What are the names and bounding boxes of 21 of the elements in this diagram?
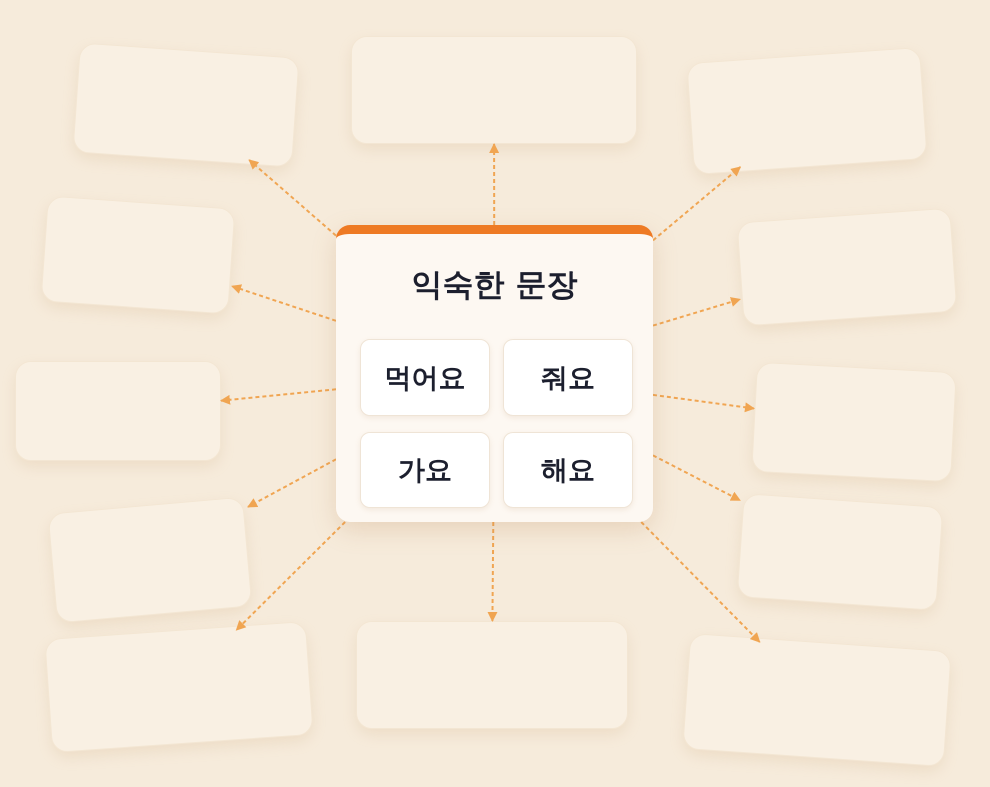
card bbox=[336, 225, 653, 522]
blurred-card bbox=[351, 36, 637, 144]
blurred-card bbox=[15, 361, 221, 461]
arrow bbox=[247, 458, 336, 508]
arrow bbox=[652, 166, 742, 242]
card-title: 익숙한 문장 bbox=[410, 266, 578, 305]
arrow bbox=[231, 284, 336, 322]
arrow bbox=[640, 521, 760, 643]
arrow bbox=[220, 388, 336, 405]
arrow bbox=[652, 394, 755, 412]
word-tile: 해요 bbox=[503, 432, 633, 508]
arrow bbox=[248, 159, 337, 236]
word-tile: 줘요 bbox=[503, 339, 633, 416]
arrow bbox=[236, 521, 346, 631]
arrow bbox=[652, 297, 741, 327]
arrow bbox=[652, 454, 741, 502]
arrow bbox=[489, 143, 500, 225]
word-tile: 가요 bbox=[360, 432, 490, 508]
arrow bbox=[487, 522, 498, 622]
word-tile: 먹어요 bbox=[360, 339, 490, 416]
blurred-card bbox=[356, 621, 628, 729]
